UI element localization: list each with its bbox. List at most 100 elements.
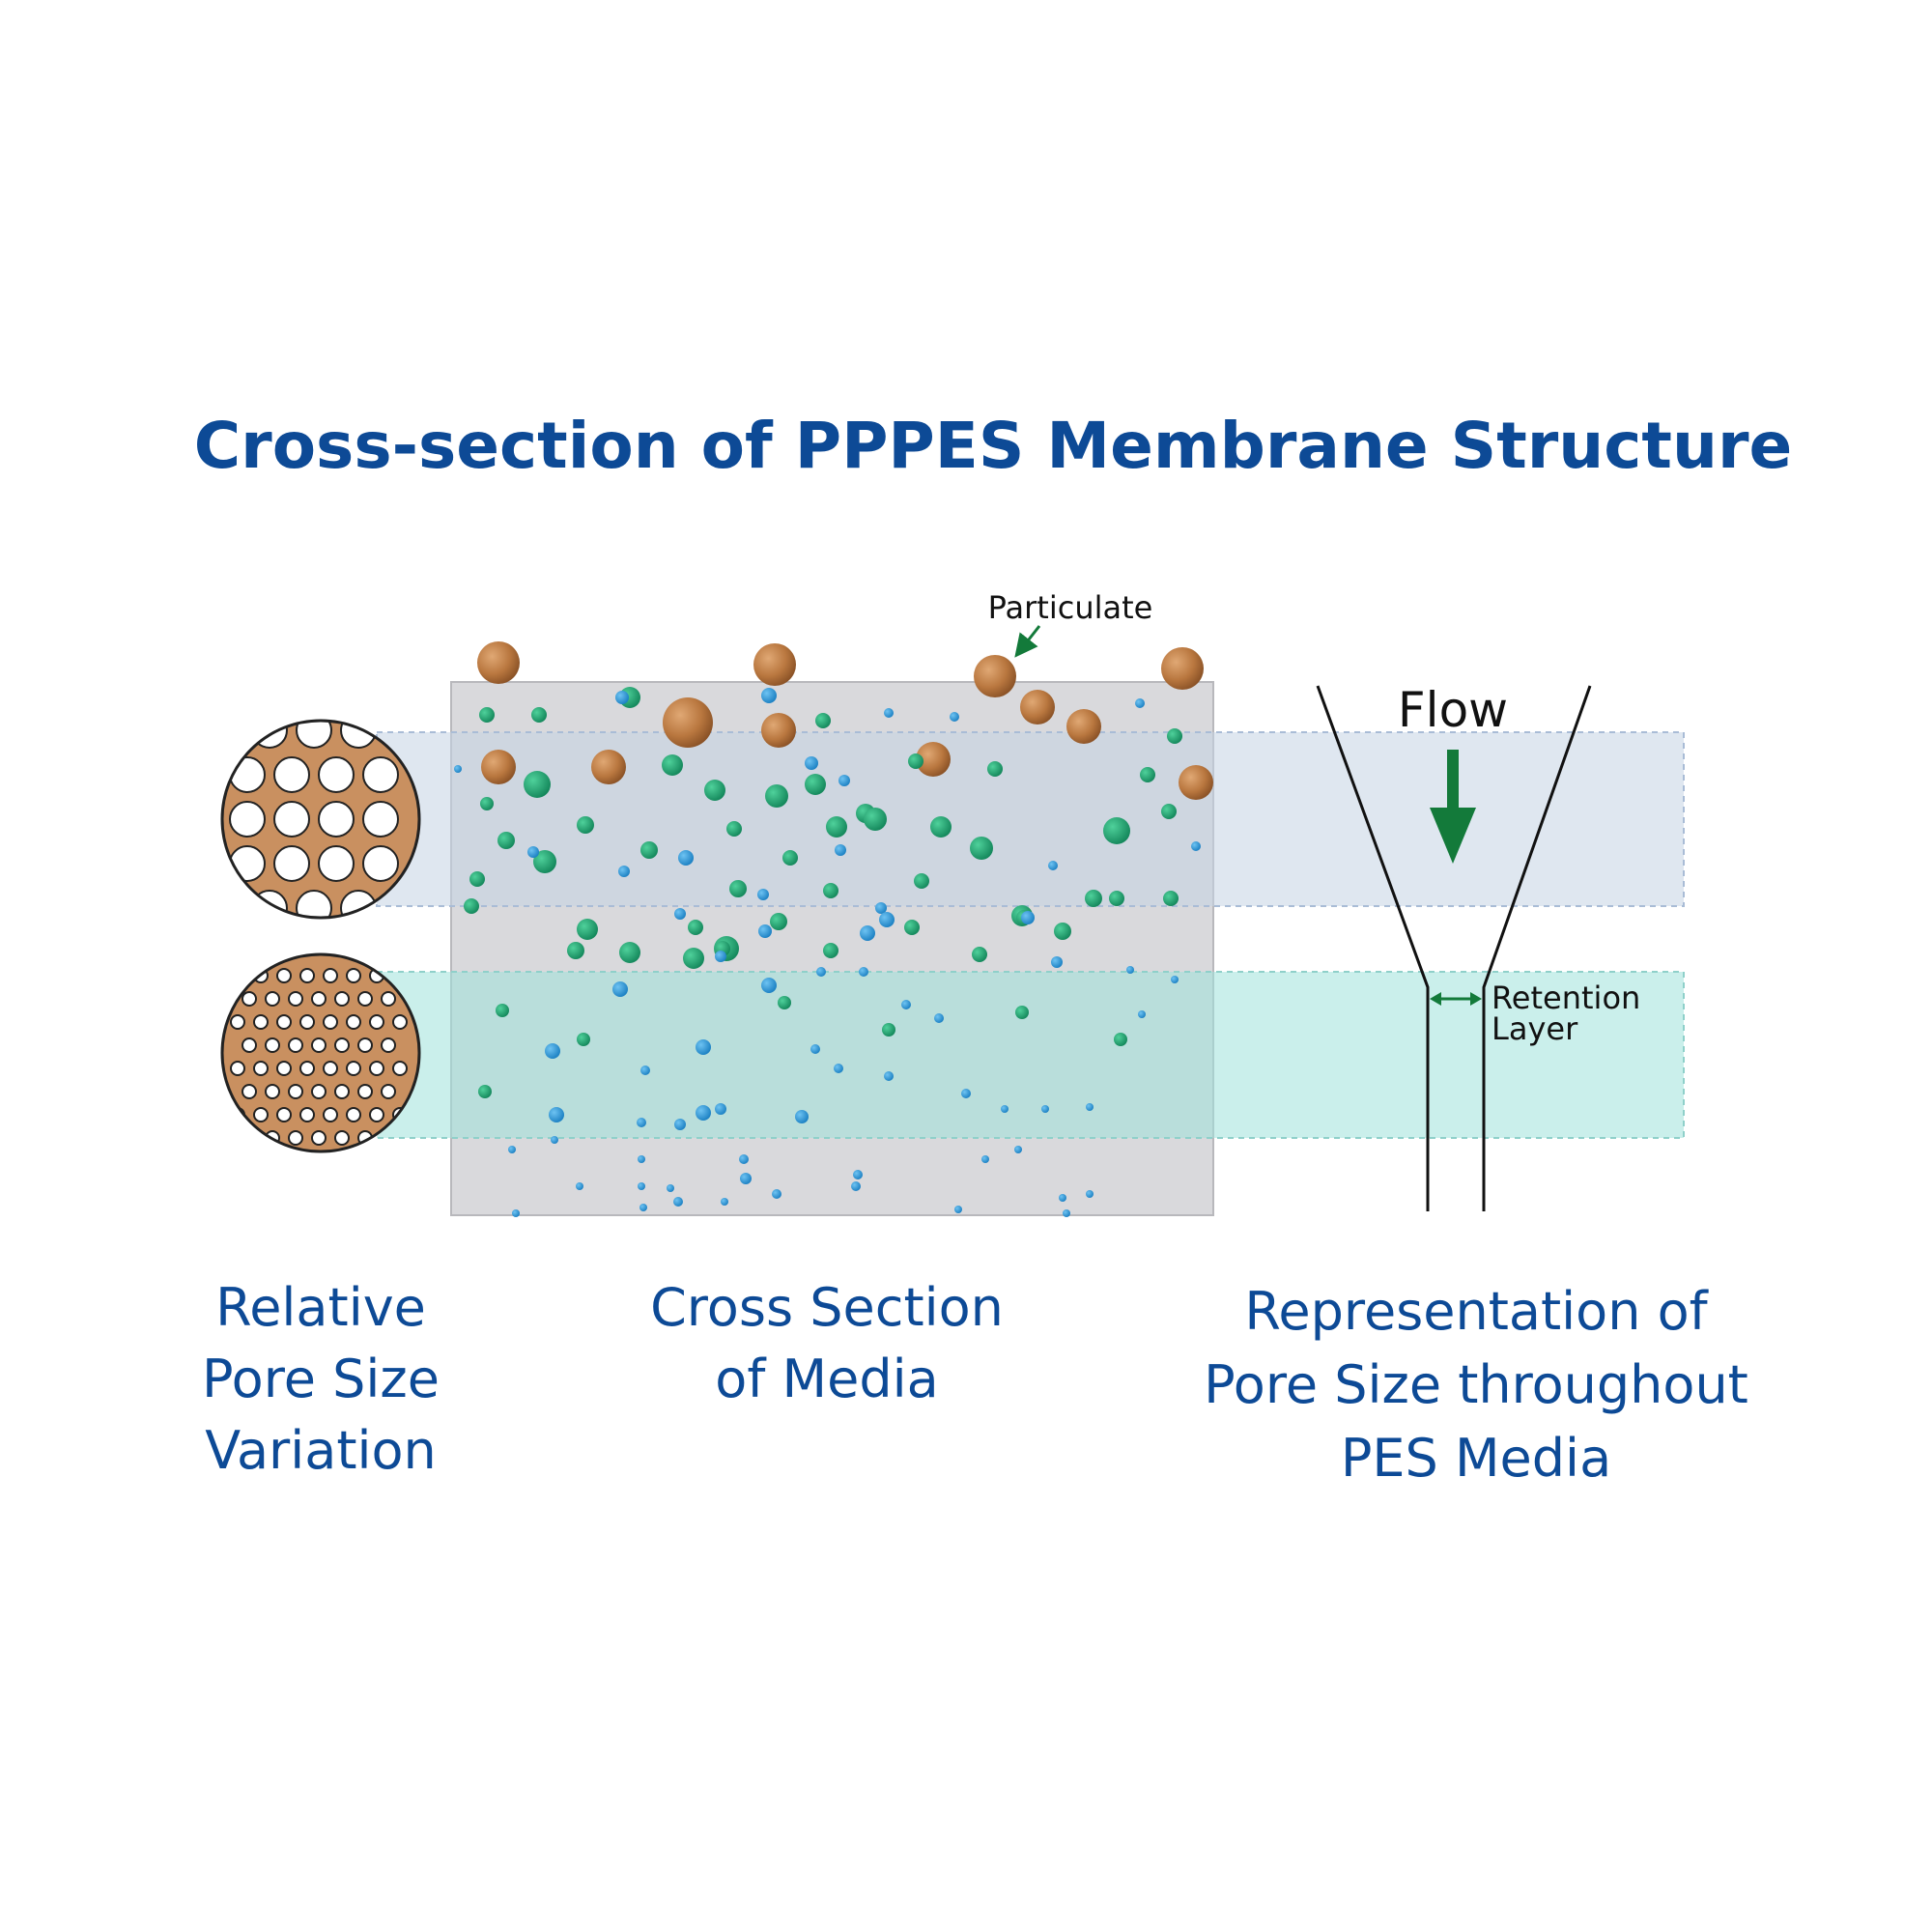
small-pore-hole bbox=[299, 1014, 315, 1030]
green-particle bbox=[782, 850, 798, 866]
green-particle bbox=[770, 913, 787, 930]
blue-particle bbox=[884, 708, 894, 718]
green-particle bbox=[533, 850, 556, 873]
particulate-particle bbox=[753, 643, 796, 686]
green-particle bbox=[480, 797, 494, 810]
small-pore-hole bbox=[381, 1037, 396, 1053]
small-pore-hole bbox=[323, 1014, 338, 1030]
large-pore-hole bbox=[362, 845, 399, 882]
blue-particle bbox=[761, 688, 777, 703]
green-particle bbox=[729, 880, 747, 897]
small-pore-hole bbox=[253, 1107, 269, 1122]
particulate-particle bbox=[481, 750, 516, 784]
particulate-particle bbox=[761, 713, 796, 748]
green-particle bbox=[577, 1033, 590, 1046]
small-pore-hole bbox=[311, 1037, 327, 1053]
small-pore-hole bbox=[276, 968, 292, 983]
blue-particle bbox=[1086, 1103, 1094, 1111]
large-pore-hole bbox=[340, 721, 377, 749]
blue-particle bbox=[795, 1110, 809, 1123]
small-pore-hole bbox=[230, 1014, 245, 1030]
small-pore-hole bbox=[276, 1014, 292, 1030]
small-pore-hole bbox=[230, 968, 245, 983]
blue-particle bbox=[678, 850, 694, 866]
small-pore-hole bbox=[346, 1014, 361, 1030]
small-pore-hole bbox=[381, 1084, 396, 1099]
blue-particle bbox=[860, 925, 875, 941]
small-pore-hole bbox=[299, 1061, 315, 1076]
blue-particle bbox=[545, 1043, 560, 1059]
small-pore-disc bbox=[220, 952, 421, 1153]
small-pore-hole bbox=[242, 1037, 257, 1053]
small-pore-hole bbox=[253, 1061, 269, 1076]
blue-particle bbox=[1048, 861, 1058, 870]
small-pore-hole bbox=[242, 1130, 257, 1146]
blue-particle bbox=[1135, 698, 1145, 708]
blue-particle bbox=[934, 1013, 944, 1023]
blue-particle bbox=[508, 1146, 516, 1153]
caption-representation: Representation of Pore Size throughout P… bbox=[1204, 1281, 1748, 1489]
green-particle bbox=[640, 841, 658, 859]
small-pore-hole bbox=[323, 1107, 338, 1122]
blue-particle bbox=[740, 1173, 752, 1184]
small-pore-hole bbox=[334, 991, 350, 1007]
small-pore-hole bbox=[334, 1037, 350, 1053]
small-pore-hole bbox=[369, 1107, 384, 1122]
blue-particle bbox=[1001, 1105, 1009, 1113]
blue-particle bbox=[612, 981, 628, 997]
blue-particle bbox=[551, 1136, 558, 1144]
blue-particle bbox=[835, 844, 846, 856]
blue-particle bbox=[696, 1105, 711, 1121]
caption-center-line1: Cross Section bbox=[650, 1277, 1004, 1338]
small-pore-hole bbox=[357, 991, 373, 1007]
green-particle bbox=[823, 943, 838, 958]
blue-particle bbox=[981, 1155, 989, 1163]
particulate-particle bbox=[1020, 690, 1055, 724]
small-pore-hole bbox=[357, 1037, 373, 1053]
large-pore-hole bbox=[229, 801, 266, 838]
small-pore-hole bbox=[288, 1037, 303, 1053]
small-pore-hole bbox=[242, 991, 257, 1007]
green-particle bbox=[662, 754, 683, 776]
small-pore-hole bbox=[311, 1130, 327, 1146]
green-particle bbox=[1114, 1033, 1127, 1046]
small-pore-hole bbox=[369, 1061, 384, 1076]
small-pore-hole bbox=[381, 991, 396, 1007]
blue-particle bbox=[875, 902, 887, 914]
small-pore-hole bbox=[357, 1084, 373, 1099]
green-particle bbox=[577, 816, 594, 834]
blue-particle bbox=[879, 912, 895, 927]
upper-pore-band bbox=[376, 731, 1685, 907]
green-particle bbox=[704, 780, 725, 801]
green-particle bbox=[815, 713, 831, 728]
caption-right-line2: Pore Size throughout bbox=[1204, 1354, 1748, 1415]
blue-particle bbox=[1171, 976, 1179, 983]
large-pore-hole bbox=[273, 845, 310, 882]
blue-particle bbox=[838, 775, 850, 786]
blue-particle bbox=[834, 1064, 843, 1073]
green-particle bbox=[1103, 817, 1130, 844]
small-pore-hole bbox=[323, 1061, 338, 1076]
green-particle bbox=[464, 898, 479, 914]
green-particle bbox=[1085, 890, 1102, 907]
large-pore-hole bbox=[340, 890, 377, 918]
large-pore-hole bbox=[362, 801, 399, 838]
blue-particle bbox=[638, 1155, 645, 1163]
small-pore-hole bbox=[299, 1107, 315, 1122]
green-particle bbox=[567, 942, 584, 959]
particulate-particle bbox=[1179, 765, 1213, 800]
blue-particle bbox=[950, 712, 959, 722]
blue-particle bbox=[1086, 1190, 1094, 1198]
blue-particle bbox=[549, 1107, 564, 1122]
blue-particle bbox=[638, 1182, 645, 1190]
blue-particle bbox=[757, 889, 769, 900]
blue-particle bbox=[715, 1103, 726, 1115]
large-pore-hole bbox=[318, 756, 355, 793]
green-particle bbox=[778, 996, 791, 1009]
blue-particle bbox=[674, 1119, 686, 1130]
small-pore-hole bbox=[253, 1014, 269, 1030]
green-particle bbox=[688, 920, 703, 935]
green-particle bbox=[972, 947, 987, 962]
green-particle bbox=[726, 821, 742, 837]
retention-width-arrow-icon bbox=[1430, 992, 1482, 1006]
